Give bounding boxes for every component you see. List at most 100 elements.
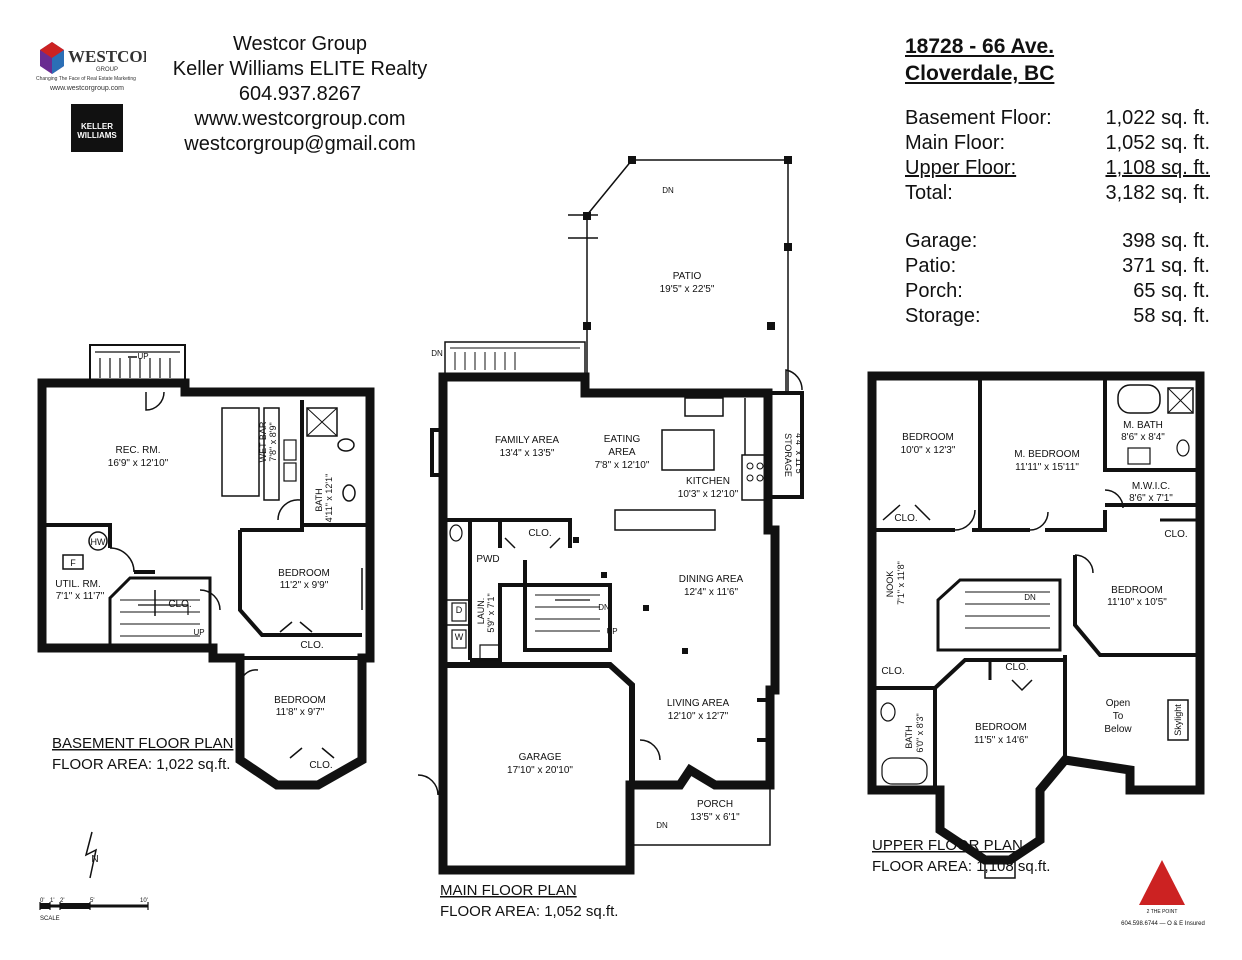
room-dim: 11'5" x 14'6" — [974, 735, 1029, 746]
room-dim: 4'11" x 12'1" — [324, 474, 334, 523]
room-dim: 8'6" x 7'1" — [1129, 493, 1173, 504]
room-dim: 7'8" x 8'9" — [268, 422, 278, 461]
open-to-below: To — [1113, 711, 1124, 722]
credit-logo-triangle — [1139, 860, 1185, 905]
room-name: FAMILY AREA — [495, 435, 559, 446]
basement-plan — [37, 344, 375, 790]
stair-label: UP — [193, 628, 204, 637]
stat-label: Basement Floor: — [905, 107, 1052, 129]
room-dim: 4'4" x 11'5" — [794, 433, 804, 477]
main-title: MAIN FLOOR PLAN — [440, 882, 577, 899]
stat-row-porch: Porch:65 sq. ft. — [905, 279, 1210, 304]
room-dim: 13'5" x 6'1" — [690, 812, 740, 823]
room-name: BEDROOM — [274, 695, 326, 706]
room-dim: 19'5" x 22'5" — [660, 284, 715, 295]
room-name: BATH — [904, 725, 914, 748]
closet-label: CLO. — [309, 760, 332, 771]
stat-label: Main Floor: — [905, 132, 1006, 154]
room-dim: 16'9" x 12'10" — [108, 458, 169, 469]
scale-tick: 5' — [90, 898, 94, 904]
stair-label: DN — [656, 821, 668, 830]
room-dim: 10'0" x 12'3" — [901, 445, 956, 456]
closet-label: CLO. — [168, 599, 191, 610]
company-name: Westcor Group — [232, 33, 368, 55]
furnace-label: F — [70, 558, 76, 568]
closet-label: CLO. — [1164, 529, 1187, 540]
stat-label: Patio: — [905, 255, 957, 277]
room-dim: 11'10" x 10'5" — [1107, 597, 1167, 608]
room-name: EATING — [604, 434, 641, 445]
stair-label: UP — [137, 352, 148, 361]
stat-row-upper: Upper Floor: 1,108 sq. ft. — [905, 156, 1210, 181]
main-area: FLOOR AREA: 1,052 sq.ft. — [440, 903, 618, 920]
room-dim: 12'10" x 12'7" — [668, 711, 729, 722]
stair-label: DN — [1024, 593, 1036, 602]
stair-label: DN — [598, 603, 610, 612]
stat-row-total: Total:3,182 sq. ft. — [905, 181, 1210, 206]
upper-title: UPPER FLOOR PLAN — [872, 837, 1023, 854]
room-dim: 11'11" x 15'11" — [1015, 462, 1079, 473]
brokerage-name: Keller Williams ELITE Realty — [172, 58, 428, 80]
stat-value: 371 sq. ft. — [1122, 255, 1210, 277]
contact-block: Westcor Group Keller Williams ELITE Real… — [150, 32, 450, 157]
room-dim: 12'4" x 11'6" — [684, 587, 739, 598]
closet-label: CLO. — [528, 528, 551, 539]
logo-tagline: Changing The Face of Real Estate Marketi… — [36, 76, 136, 82]
stat-value: 1,022 sq. ft. — [1105, 107, 1210, 129]
logo-subtext: GROUP — [96, 67, 118, 73]
room-name: KITCHEN — [686, 476, 730, 487]
room-dim: 13'4" x 13'5" — [500, 448, 555, 459]
stair-label: UP — [606, 627, 617, 636]
stat-row-garage: Garage:398 sq. ft. — [905, 229, 1210, 254]
room-dim: 6'0" x 8'3" — [915, 713, 925, 752]
open-to-below: Open — [1106, 698, 1130, 709]
closet-label: CLO. — [300, 640, 323, 651]
basement-area: FLOOR AREA: 1,022 sq.ft. — [52, 756, 230, 773]
stat-label: Storage: — [905, 305, 981, 327]
room-dim: 7'1" x 11'7" — [56, 591, 105, 602]
property-address: 18728 - 66 Ave. Cloverdale, BC — [905, 33, 1054, 87]
room-name: AREA — [608, 447, 636, 458]
basement-title: BASEMENT FLOOR PLAN — [52, 735, 233, 752]
room-name: UTIL. RM. — [55, 579, 101, 590]
main-plan — [417, 156, 804, 875]
room-name: BEDROOM — [278, 568, 330, 579]
water-heater-label: HW — [91, 537, 106, 547]
skylight-label: Skylight — [1173, 704, 1183, 736]
credit-logo-text: 2 THE POINT — [1147, 909, 1178, 915]
north-label: N — [91, 854, 98, 865]
room-name: BEDROOM — [902, 432, 954, 443]
stat-label: Porch: — [905, 280, 963, 302]
washer-label: W — [455, 632, 464, 642]
room-dim: 8'6" x 8'4" — [1121, 432, 1165, 443]
stat-row-patio: Patio: 371 sq. ft. — [905, 254, 1210, 279]
scale-tick: 10' — [140, 898, 148, 904]
email: westcorgroup@gmail.com — [184, 133, 416, 155]
room-dim: 5'9" x 7'1" — [486, 593, 496, 632]
open-to-below: Below — [1104, 724, 1132, 735]
room-name: STORAGE — [783, 433, 793, 477]
scale-tick: 1' — [50, 898, 54, 904]
closet-label: CLO. — [894, 513, 917, 524]
room-name: PATIO — [673, 271, 702, 282]
westcor-logo: WESTCOR GROUP Changing The Face of Real … — [36, 38, 156, 96]
room-name: M.W.I.C. — [1132, 481, 1170, 492]
room-name: BEDROOM — [1111, 585, 1163, 596]
room-name: BATH — [314, 488, 324, 511]
scale-label: SCALE — [40, 916, 60, 922]
room-dim: 7'1" x 11'8" — [896, 561, 906, 605]
stat-label: Total: — [905, 182, 953, 204]
upper-area: FLOOR AREA: 1,108 sq.ft. — [872, 858, 1050, 875]
stair-label: DN — [431, 349, 443, 358]
room-name: LIVING AREA — [667, 698, 730, 709]
room-name: PORCH — [697, 799, 733, 810]
room-dim: 11'8" x 9'7" — [276, 707, 325, 718]
room-name: REC. RM. — [116, 445, 161, 456]
room-name: M. BATH — [1123, 420, 1163, 431]
stat-value: 1,108 sq. ft. — [1105, 157, 1210, 179]
stat-label: Upper Floor: — [905, 157, 1017, 179]
credit-text: 604.598.6744 — O & E Insured — [1121, 921, 1205, 927]
closet-label: CLO. — [1005, 662, 1028, 673]
address-line2: Cloverdale, BC — [905, 62, 1055, 85]
